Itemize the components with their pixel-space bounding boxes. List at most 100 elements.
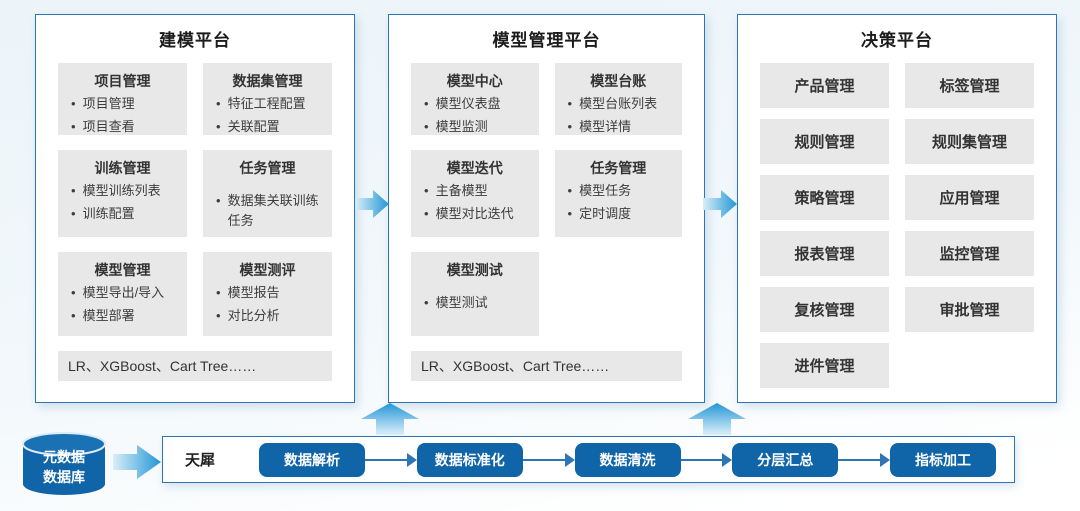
module-feature-text: 模型训练列表 (82, 183, 161, 198)
module-feature-item: •数据集关联训练任务 (214, 191, 325, 230)
bullet-icon: • (71, 285, 76, 300)
decision-tile: 审批管理 (905, 287, 1034, 332)
module-box-title: 任务管理 (590, 160, 647, 176)
module-grid: 项目管理 •项目管理 •项目查看 数据集管理 •特征工程配置 •关联配置 训练管… (58, 63, 332, 381)
metadata-database-cylinder: 元数据 数据库 (16, 431, 112, 497)
flow-arrow-icon (522, 452, 575, 467)
module-box-title: 模型测试 (446, 262, 503, 278)
module-feature-item: •模型测试 (422, 293, 532, 313)
module-feature-item: • 特征工程配置 (214, 94, 325, 114)
module-feature-text: 特征工程配置 (227, 96, 306, 111)
bullet-icon: • (424, 183, 429, 198)
decision-tile: 标签管理 (905, 63, 1034, 108)
module-box: 模型中心 • 模型仪表盘 •模型监测 (411, 63, 539, 135)
bullet-icon: • (216, 96, 221, 111)
module-feature-text: 定时调度 (579, 205, 632, 221)
decision-tile: 监控管理 (905, 231, 1034, 276)
module-feature-list: • 特征工程配置 • 关联配置 (210, 94, 325, 135)
module-feature-text: 模型部署 (82, 307, 135, 323)
module-feature-item: • 定时调度 (566, 204, 676, 224)
database-icon (22, 432, 106, 495)
module-box-title: 任务管理 (239, 160, 296, 176)
bullet-icon: • (71, 307, 76, 323)
module-feature-item: •模型监测 (422, 117, 532, 136)
module-feature-text: 关联配置 (227, 118, 280, 134)
pipeline-stage: 指标加工 (890, 442, 997, 477)
module-feature-item: • 主备模型 (422, 181, 532, 201)
module-feature-text: 项目管理 (82, 96, 135, 111)
module-box-title: 模型测评 (239, 262, 296, 278)
module-box-title: 项目管理 (94, 73, 151, 89)
bullet-icon: • (567, 205, 573, 221)
bullet-icon: • (567, 183, 573, 198)
module-feature-text: 对比分析 (227, 307, 280, 323)
module-feature-text: 训练配置 (82, 205, 135, 221)
engine-name-label: 天犀 (185, 452, 216, 469)
panel-modeling-platform: 建模平台 项目管理 • 项目管理 •项目查看 数据集管理 • 特征工程配置 • 关联配… (35, 14, 355, 403)
module-feature-item: • 模型仪表盘 (422, 94, 532, 114)
module-box-title: 模型台账 (590, 73, 647, 89)
decision-tile: 复核管理 (760, 287, 889, 332)
module-box-title: 模型迭代 (446, 160, 503, 176)
module-box: 模型管理 •模型导出/导入 •模型部署 (58, 252, 187, 336)
algorithms-strip: LR、XGBoost、Cart Tree…… (411, 351, 682, 381)
module-feature-text: 模型详情 (579, 118, 632, 134)
bullet-icon: • (216, 307, 221, 323)
database-label-line2: 数据库 (43, 468, 85, 485)
module-feature-item: •项目查看 (69, 117, 180, 136)
module-box: 模型测试 •模型测试 (411, 252, 539, 336)
module-feature-item: •模型报告 (214, 283, 325, 303)
module-box: 模型测评 •模型报告 • 对比分析 (203, 252, 332, 336)
module-feature-list: •模型报告 • 对比分析 (210, 283, 325, 325)
bullet-icon: • (216, 285, 221, 300)
module-feature-list: • 模型任务 • 定时调度 (562, 181, 676, 223)
flow-arrow-icon (680, 452, 733, 467)
module-feature-text: 模型仪表盘 (435, 96, 501, 111)
bullet-icon: • (567, 118, 573, 134)
module-feature-text: 模型对比迭代 (435, 205, 514, 221)
module-feature-item: • 模型详情 (566, 117, 676, 136)
module-box-title: 模型管理 (94, 262, 151, 278)
bullet-icon: • (424, 205, 429, 221)
module-feature-item: • 对比分析 (214, 306, 325, 326)
module-feature-text: 模型监测 (435, 118, 488, 134)
bullet-icon: • (216, 193, 221, 208)
panel-title: 决策平台 (861, 31, 933, 50)
module-box-title: 数据集管理 (232, 73, 303, 89)
module-feature-item: • 模型台账列表 (566, 94, 676, 114)
pipeline-stage: 数据解析 (259, 442, 366, 477)
module-box: 模型迭代 • 主备模型 • 模型对比迭代 (411, 150, 539, 237)
panel-decision-platform: 决策平台 产品管理 标签管理 规则管理 规则集管理 策略管理 应用管理 报表管理… (737, 14, 1057, 403)
bullet-icon: • (216, 118, 221, 134)
module-feature-item: • 模型对比迭代 (422, 204, 532, 224)
pipeline-stage: 数据标准化 (416, 442, 523, 477)
up-arrow-icon-pipeline-to-platforms-right (688, 403, 746, 435)
module-feature-item: • 模型训练列表 (69, 181, 180, 201)
decision-tile: 报表管理 (760, 231, 889, 276)
module-feature-text: 模型任务 (579, 183, 632, 198)
module-feature-list: • 模型台账列表 • 模型详情 (562, 94, 676, 135)
bullet-icon: • (71, 183, 76, 198)
module-feature-item: • 项目管理 (69, 94, 180, 114)
module-box-title: 模型中心 (446, 73, 503, 89)
module-feature-text: 模型台账列表 (579, 96, 658, 111)
right-arrow-icon-panel2-to-panel3 (703, 190, 737, 218)
decision-tile: 产品管理 (760, 63, 889, 108)
algorithms-strip: LR、XGBoost、Cart Tree…… (58, 351, 332, 381)
decision-grid: 产品管理 标签管理 规则管理 规则集管理 策略管理 应用管理 报表管理 监控管理… (760, 63, 1034, 388)
bullet-icon: • (71, 118, 76, 134)
pipeline-stage: 数据清洗 (574, 442, 681, 477)
up-arrow-icon-pipeline-to-platforms-left (361, 403, 419, 435)
panel-title: 建模平台 (159, 31, 231, 50)
decision-tile: 应用管理 (905, 175, 1034, 220)
bullet-icon: • (424, 96, 429, 111)
bullet-icon: • (567, 96, 573, 111)
module-box: 训练管理 •模型训练列表 •训练配置 (58, 150, 187, 237)
bullet-icon: • (71, 96, 76, 111)
pipeline-stage: 分层汇总 (732, 442, 839, 477)
module-feature-text: 主备模型 (435, 183, 488, 198)
database-label-line1: 元数据 (43, 449, 85, 465)
module-feature-list: •数据集关联训练任务 (210, 191, 325, 230)
panel-title: 模型管理平台 (492, 31, 601, 50)
